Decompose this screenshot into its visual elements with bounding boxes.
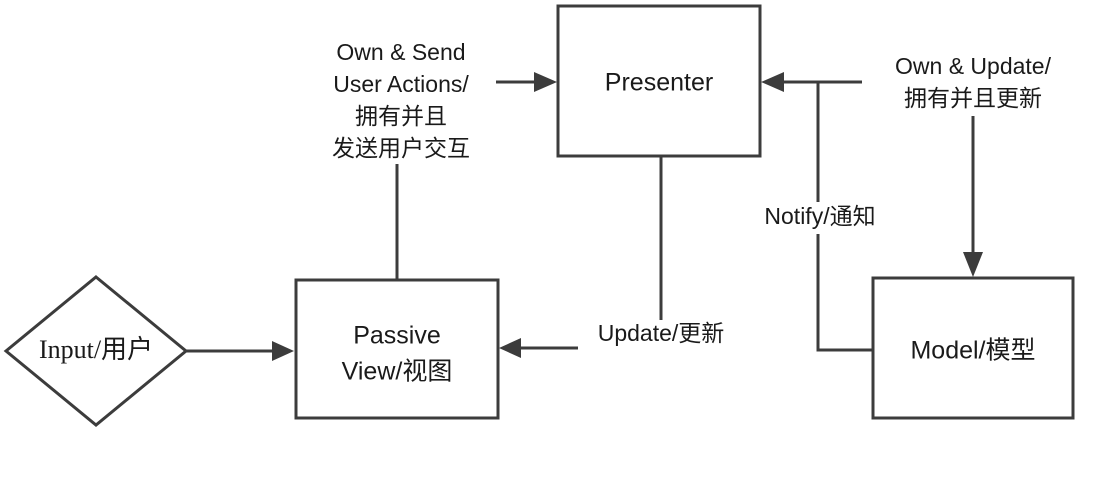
arrow-head-icon [963,252,983,277]
node-passive-view[interactable]: Passive View/视图 [294,278,500,420]
label-backdrop [306,36,496,164]
edge-label-line-1: Own & Send [336,39,465,65]
rect-shape [871,276,1075,420]
rect-shape [294,278,500,420]
edge-label-text: Notify/通知 [764,203,875,229]
arrow-head-icon [272,341,294,361]
label-backdrop [862,50,1084,116]
label-backdrop [744,202,896,234]
rect-shape [556,4,762,158]
arrow-head-icon [761,72,784,92]
edge-input-to-passive-view [186,341,294,361]
edge-label-model-to-presenter: Notify/通知 [744,202,896,234]
label-backdrop [578,320,744,350]
node-presenter-label: Presenter [605,69,713,97]
node-input[interactable]: Input/用户 [3,275,189,427]
edge-label-line-3: 拥有并且 [355,103,447,129]
edge-label-passive-view-to-presenter: Own & Send User Actions/ 拥有并且 发送用户交互 [306,36,496,164]
edge-label-line-2: User Actions/ [333,71,469,97]
node-model-label: Model/模型 [910,337,1035,365]
edge-label-text: Update/更新 [598,320,725,346]
arrow-head-icon [499,338,521,358]
edge-label-line-1: Own & Update/ [895,53,1052,79]
node-input-label: Input/用户 [39,335,153,364]
diamond-shape [3,275,189,427]
edge-label-line-4: 发送用户交互 [332,135,470,161]
edge-label-presenter-to-passive-view: Update/更新 [578,320,744,350]
node-passive-view-label-line-1: Passive [353,322,441,350]
node-model[interactable]: Model/模型 [871,276,1075,420]
edge-label-line-2: 拥有并且更新 [904,85,1042,111]
edge-label-presenter-to-model: Own & Update/ 拥有并且更新 [862,50,1084,116]
arrow-head-icon [534,72,557,92]
node-passive-view-label-line-2: View/视图 [342,358,453,386]
node-presenter[interactable]: Presenter [556,4,762,158]
